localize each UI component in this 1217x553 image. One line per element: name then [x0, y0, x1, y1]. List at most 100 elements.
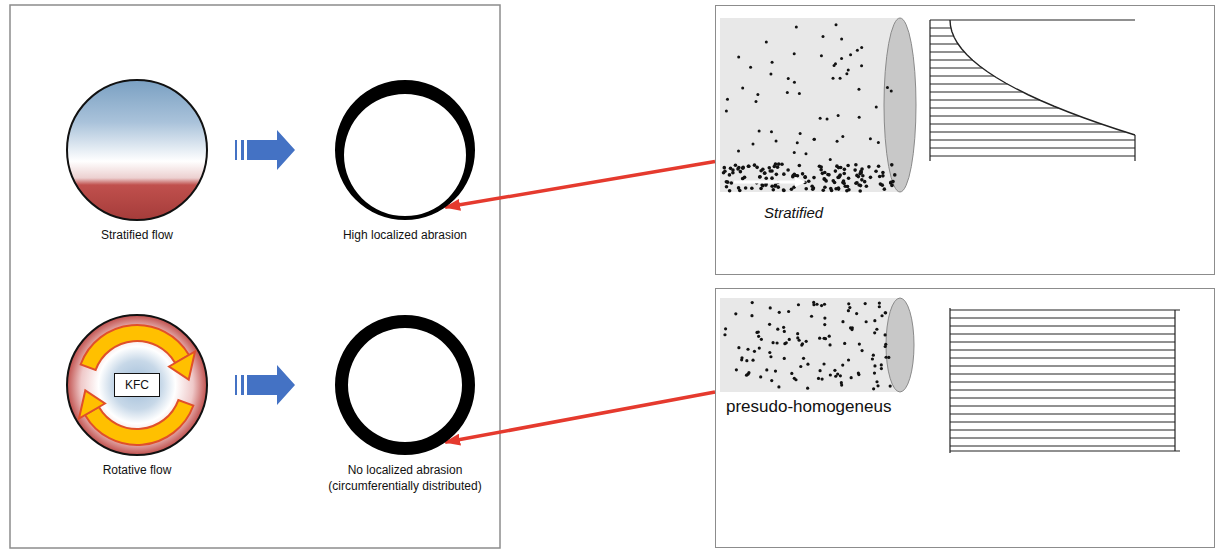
arrow-stripe — [235, 140, 237, 160]
particle — [873, 364, 876, 367]
profile-line — [950, 382, 1175, 383]
particle — [776, 185, 780, 189]
particle — [754, 100, 757, 103]
profile-line — [950, 398, 1175, 399]
particle — [811, 188, 815, 192]
connector-group — [235, 130, 295, 170]
particle — [854, 163, 858, 167]
circle-outline — [333, 313, 477, 457]
velocity-profile-uniform — [950, 308, 1180, 453]
particle — [793, 52, 796, 55]
particle — [782, 326, 785, 329]
particle — [770, 379, 773, 382]
profile-line — [930, 84, 1007, 85]
particle — [749, 66, 752, 69]
particle — [823, 171, 827, 175]
profile-line — [950, 318, 1175, 319]
particle — [799, 132, 802, 135]
particle — [760, 183, 764, 187]
stratified-pipe — [720, 18, 916, 193]
particle — [827, 173, 831, 177]
particle — [867, 165, 871, 169]
particle — [831, 179, 835, 183]
profile-line — [930, 52, 964, 53]
particle — [775, 173, 779, 177]
circle-outline — [65, 78, 209, 222]
particle — [875, 328, 878, 331]
particle — [877, 141, 880, 144]
particle — [782, 172, 786, 176]
particle — [778, 311, 781, 314]
particle — [820, 304, 823, 307]
particle — [765, 368, 768, 371]
profile-line — [950, 390, 1175, 391]
particle — [771, 341, 774, 344]
profile-line — [930, 124, 1101, 125]
particle — [753, 163, 757, 167]
particle — [834, 62, 837, 65]
particle — [835, 164, 839, 168]
particle — [847, 176, 851, 180]
particle — [872, 354, 875, 357]
particle — [887, 356, 890, 359]
particle — [782, 189, 786, 193]
particle — [846, 164, 850, 168]
particle — [875, 380, 878, 383]
rotation-arrow — [85, 400, 193, 445]
particle — [856, 49, 859, 52]
particle — [780, 162, 784, 166]
particle — [786, 91, 789, 94]
particle — [806, 363, 809, 366]
particle — [893, 173, 897, 177]
particle — [812, 176, 816, 180]
particle — [843, 168, 847, 172]
connector-group — [445, 392, 715, 442]
particle — [783, 357, 786, 360]
particle — [770, 130, 773, 133]
particle — [871, 357, 874, 360]
particle — [787, 310, 790, 313]
profile-line — [930, 76, 994, 77]
connector-group — [235, 365, 295, 405]
particle — [847, 358, 850, 361]
particle — [819, 165, 823, 169]
profile-line — [930, 60, 972, 61]
arrow-stripe — [241, 375, 244, 395]
particle — [855, 312, 858, 315]
particle — [890, 90, 893, 93]
particle — [737, 56, 740, 59]
profile-line — [930, 44, 958, 45]
pointer-arrow — [445, 162, 715, 208]
particle — [858, 189, 862, 193]
profile-line — [950, 358, 1175, 359]
particle — [849, 53, 852, 56]
particle — [833, 369, 836, 372]
particle — [823, 185, 827, 189]
flow-arrow — [734, 181, 795, 184]
particle — [839, 77, 842, 80]
particle — [751, 359, 754, 362]
particle — [869, 137, 872, 140]
profile-curve — [950, 20, 1135, 135]
homogeneous-pipe — [720, 298, 914, 392]
particle — [745, 359, 748, 362]
particle — [802, 357, 805, 360]
particle — [731, 168, 735, 172]
profile-line — [950, 342, 1175, 343]
particle — [760, 338, 763, 341]
particle — [746, 348, 749, 351]
particle — [735, 368, 738, 371]
particle — [880, 367, 883, 370]
particle — [860, 349, 863, 352]
particle — [797, 303, 800, 306]
particle — [793, 151, 796, 154]
particle — [884, 356, 887, 359]
particle — [855, 174, 859, 178]
label-box: KFC — [114, 373, 160, 397]
pipe-body — [720, 298, 900, 392]
particle — [851, 326, 854, 329]
block-arrow — [247, 130, 295, 170]
flow-arrow-head — [795, 177, 806, 187]
particle — [829, 158, 832, 161]
